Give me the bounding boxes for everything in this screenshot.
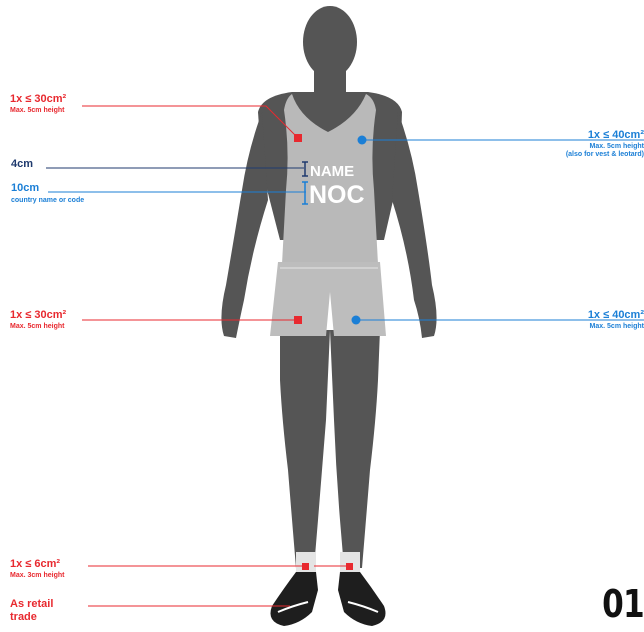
socks-label: 1x ≤ 6cm² Max. 3cm height [10,559,64,579]
sock-right-marker [346,563,353,570]
noc-height-label: 10cm country name or code [11,183,84,204]
noc-height-main: 10cm [11,183,84,194]
chest-right-sub2: (also for vest & leotard) [566,151,644,158]
chest-right-marker [358,136,367,145]
chest-left-sub: Max. 5cm height [10,107,66,114]
page-number: 01 [602,582,644,626]
chest-left-label: 1x ≤ 30cm² Max. 5cm height [10,94,66,114]
shoes [271,572,386,626]
shorts-left-sub: Max. 5cm height [10,323,66,330]
chest-left-marker [294,134,302,142]
socks-main: 1x ≤ 6cm² [10,559,64,570]
shorts-right-sub: Max. 5cm height [588,323,644,330]
shorts [270,262,386,336]
socks-sub: Max. 3cm height [10,572,64,579]
chest-right-main: 1x ≤ 40cm² [566,130,644,141]
shorts-right-marker [352,316,361,325]
shirt-name-text: NAME [310,163,354,180]
noc-height-sub: country name or code [11,197,84,204]
shoes-label: As retail trade [10,598,80,624]
shorts-left-main: 1x ≤ 30cm² [10,310,66,321]
chest-left-main: 1x ≤ 30cm² [10,94,66,105]
shorts-right-label: 1x ≤ 40cm² Max. 5cm height [588,310,644,330]
shorts-left-marker [294,316,302,324]
chest-right-sub: Max. 5cm height [566,143,644,150]
sock-left-marker [302,563,309,570]
shirt-noc-text: NOC [309,181,365,209]
chest-right-label: 1x ≤ 40cm² Max. 5cm height (also for ves… [566,130,644,158]
name-height-label: 4cm [11,159,33,170]
shorts-left-label: 1x ≤ 30cm² Max. 5cm height [10,310,66,330]
shorts-right-main: 1x ≤ 40cm² [588,310,644,321]
